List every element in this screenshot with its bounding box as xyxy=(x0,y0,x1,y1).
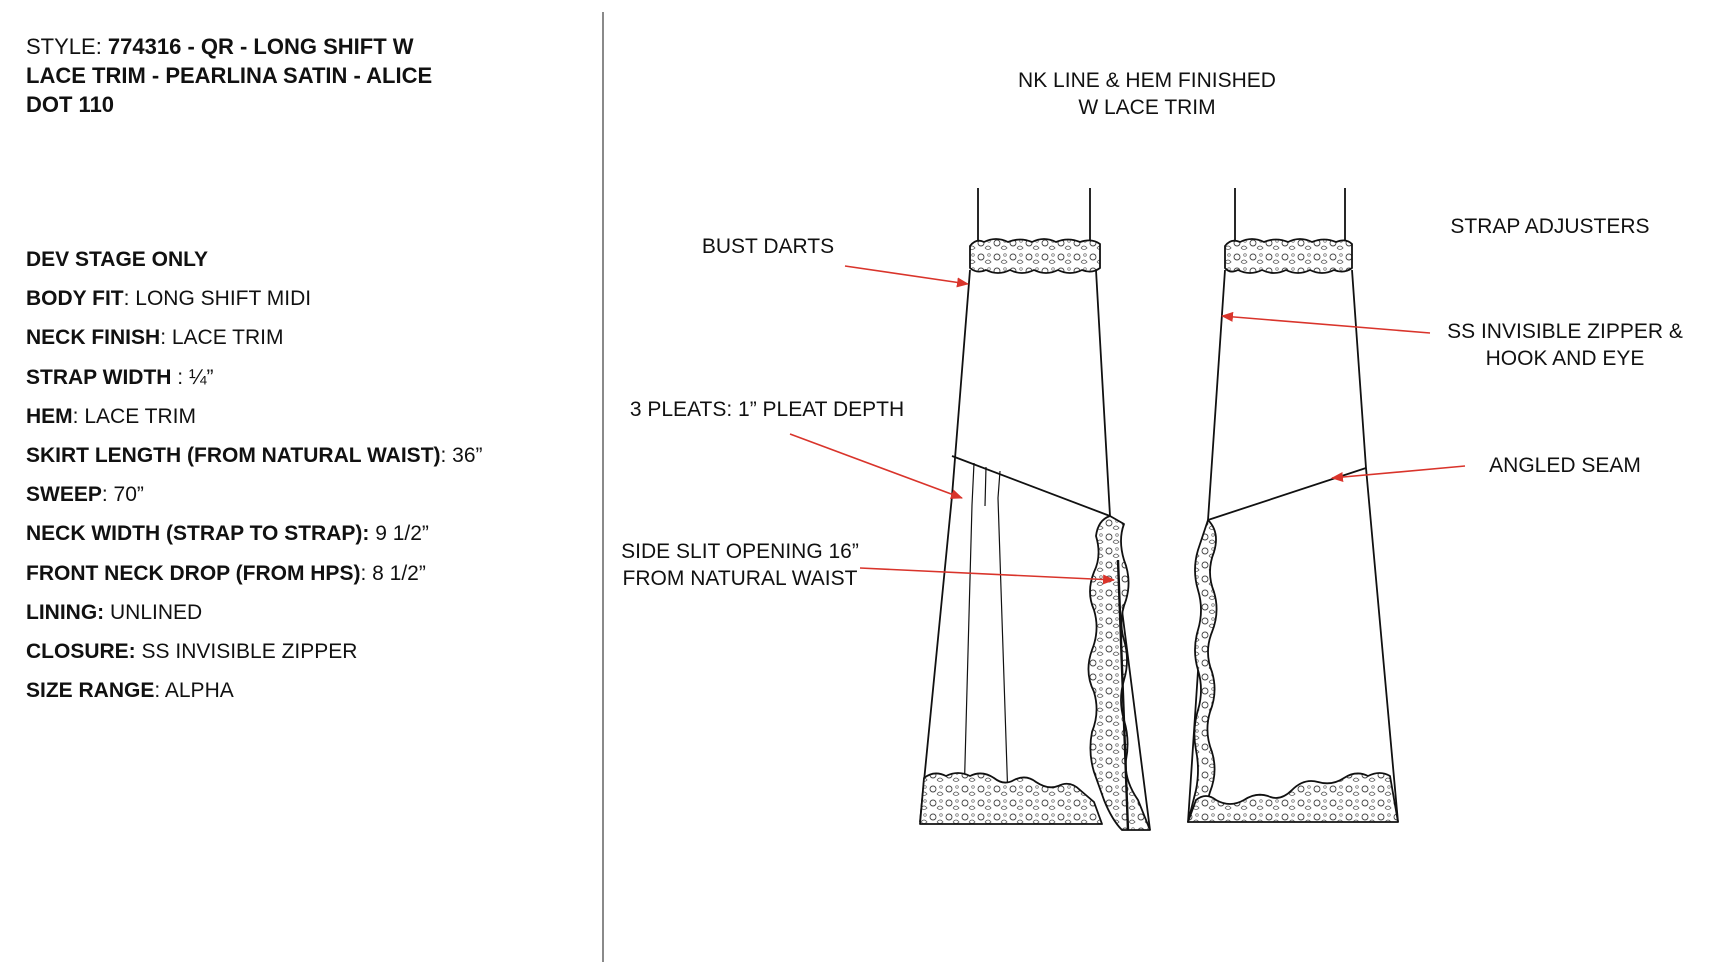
back-angled-seam xyxy=(1207,467,1367,521)
callout-angled-seam: ANGLED SEAM xyxy=(1489,454,1641,477)
back-view xyxy=(1187,188,1399,823)
spec-key: SIZE RANGE xyxy=(26,679,155,703)
callout-side-slit-line1: SIDE SLIT OPENING 16” xyxy=(621,540,859,563)
front-angled-seam xyxy=(951,455,1111,517)
spec-value: : 8 1/2” xyxy=(360,561,426,585)
spec-key: HEM xyxy=(26,404,73,428)
spec-item: SIZE RANGE: ALPHA xyxy=(26,671,483,710)
spec-key: SKIRT LENGTH (FROM NATURAL WAIST) xyxy=(26,443,441,467)
spec-value: : LONG SHIFT MIDI xyxy=(123,287,312,311)
spec-key: CLOSURE: xyxy=(26,639,136,663)
arrow-zipper xyxy=(1221,311,1431,334)
front-side-slit-lace xyxy=(1087,515,1151,831)
arrow-bust-darts xyxy=(844,265,969,288)
front-slit-zipper-edge xyxy=(1116,559,1130,831)
front-hem-lace xyxy=(919,772,1103,825)
spec-key: DEV STAGE ONLY xyxy=(26,248,209,271)
callout-strap-adjusters: STRAP ADJUSTERS xyxy=(1450,215,1649,238)
spec-key: FRONT NECK DROP (FROM HPS) xyxy=(26,561,361,585)
spec-value: : ALPHA xyxy=(154,679,234,703)
spec-value: : 70” xyxy=(101,483,144,507)
back-hem-lace xyxy=(1187,772,1399,823)
spec-item: HEM: LACE TRIM xyxy=(26,397,483,436)
spec-item: CLOSURE: SS INVISIBLE ZIPPER xyxy=(26,632,483,671)
spec-item: FRONT NECK DROP (FROM HPS): 8 1/2” xyxy=(26,554,483,593)
spec-key: LINING: xyxy=(26,600,105,624)
style-label: STYLE: xyxy=(26,34,108,59)
arrow-pleats xyxy=(789,433,963,499)
spec-value: : LACE TRIM xyxy=(72,404,196,428)
callout-arrows xyxy=(789,265,1466,585)
spec-value: SS INVISIBLE ZIPPER xyxy=(135,639,358,663)
spec-item: SWEEP: 70” xyxy=(26,475,483,514)
spec-value: : 36” xyxy=(440,443,483,467)
callout-bust-darts: BUST DARTS xyxy=(702,235,834,258)
arrow-angled-seam xyxy=(1331,465,1466,482)
spec-item: SKIRT LENGTH (FROM NATURAL WAIST): 36” xyxy=(26,436,483,475)
arrow-side-slit xyxy=(859,567,1115,585)
spec-item: DEV STAGE ONLY xyxy=(26,240,483,279)
style-title: STYLE: 774316 - QR - LONG SHIFT W LACE T… xyxy=(26,32,466,119)
callout-zipper-line2: HOOK AND EYE xyxy=(1486,347,1645,370)
callout-zipper-line1: SS INVISIBLE ZIPPER & xyxy=(1447,320,1683,343)
back-body-outline xyxy=(1187,269,1399,823)
spec-item: BODY FIT: LONG SHIFT MIDI xyxy=(26,279,483,318)
back-neck-lace xyxy=(1224,238,1353,274)
panel-divider xyxy=(602,12,604,962)
style-value: 774316 - QR - LONG SHIFT W LACE TRIM - P… xyxy=(26,34,433,117)
spec-key: SWEEP xyxy=(26,483,102,507)
spec-item: NECK FINISH: LACE TRIM xyxy=(26,318,483,357)
spec-key: BODY FIT xyxy=(26,287,124,311)
spec-value: : LACE TRIM xyxy=(160,326,284,350)
spec-item: NECK WIDTH (STRAP TO STRAP): 9 1/2” xyxy=(26,514,483,553)
front-pleats xyxy=(963,462,1009,801)
spec-value: : ¼” xyxy=(171,365,214,389)
spec-value: UNLINED xyxy=(104,600,203,624)
front-neck-lace xyxy=(969,238,1101,274)
back-side-slit-lace xyxy=(1187,519,1218,823)
callout-neck-hem-line1: NK LINE & HEM FINISHED xyxy=(1018,69,1276,92)
spec-item: STRAP WIDTH : ¼” xyxy=(26,358,483,397)
callout-pleats: 3 PLEATS: 1” PLEAT DEPTH xyxy=(630,398,904,421)
spec-key: STRAP WIDTH xyxy=(26,365,172,389)
spec-panel: STYLE: 774316 - QR - LONG SHIFT W LACE T… xyxy=(0,0,600,956)
front-view xyxy=(919,188,1151,831)
spec-key: NECK FINISH xyxy=(26,326,161,350)
callout-side-slit-line2: FROM NATURAL WAIST xyxy=(623,567,858,590)
callout-neck-hem-line2: W LACE TRIM xyxy=(1078,96,1215,119)
spec-value: 9 1/2” xyxy=(369,522,429,546)
spec-list: DEV STAGE ONLY BODY FIT: LONG SHIFT MIDI… xyxy=(26,240,483,710)
spec-key: NECK WIDTH (STRAP TO STRAP): xyxy=(26,522,370,546)
spec-item: LINING: UNLINED xyxy=(26,593,483,632)
